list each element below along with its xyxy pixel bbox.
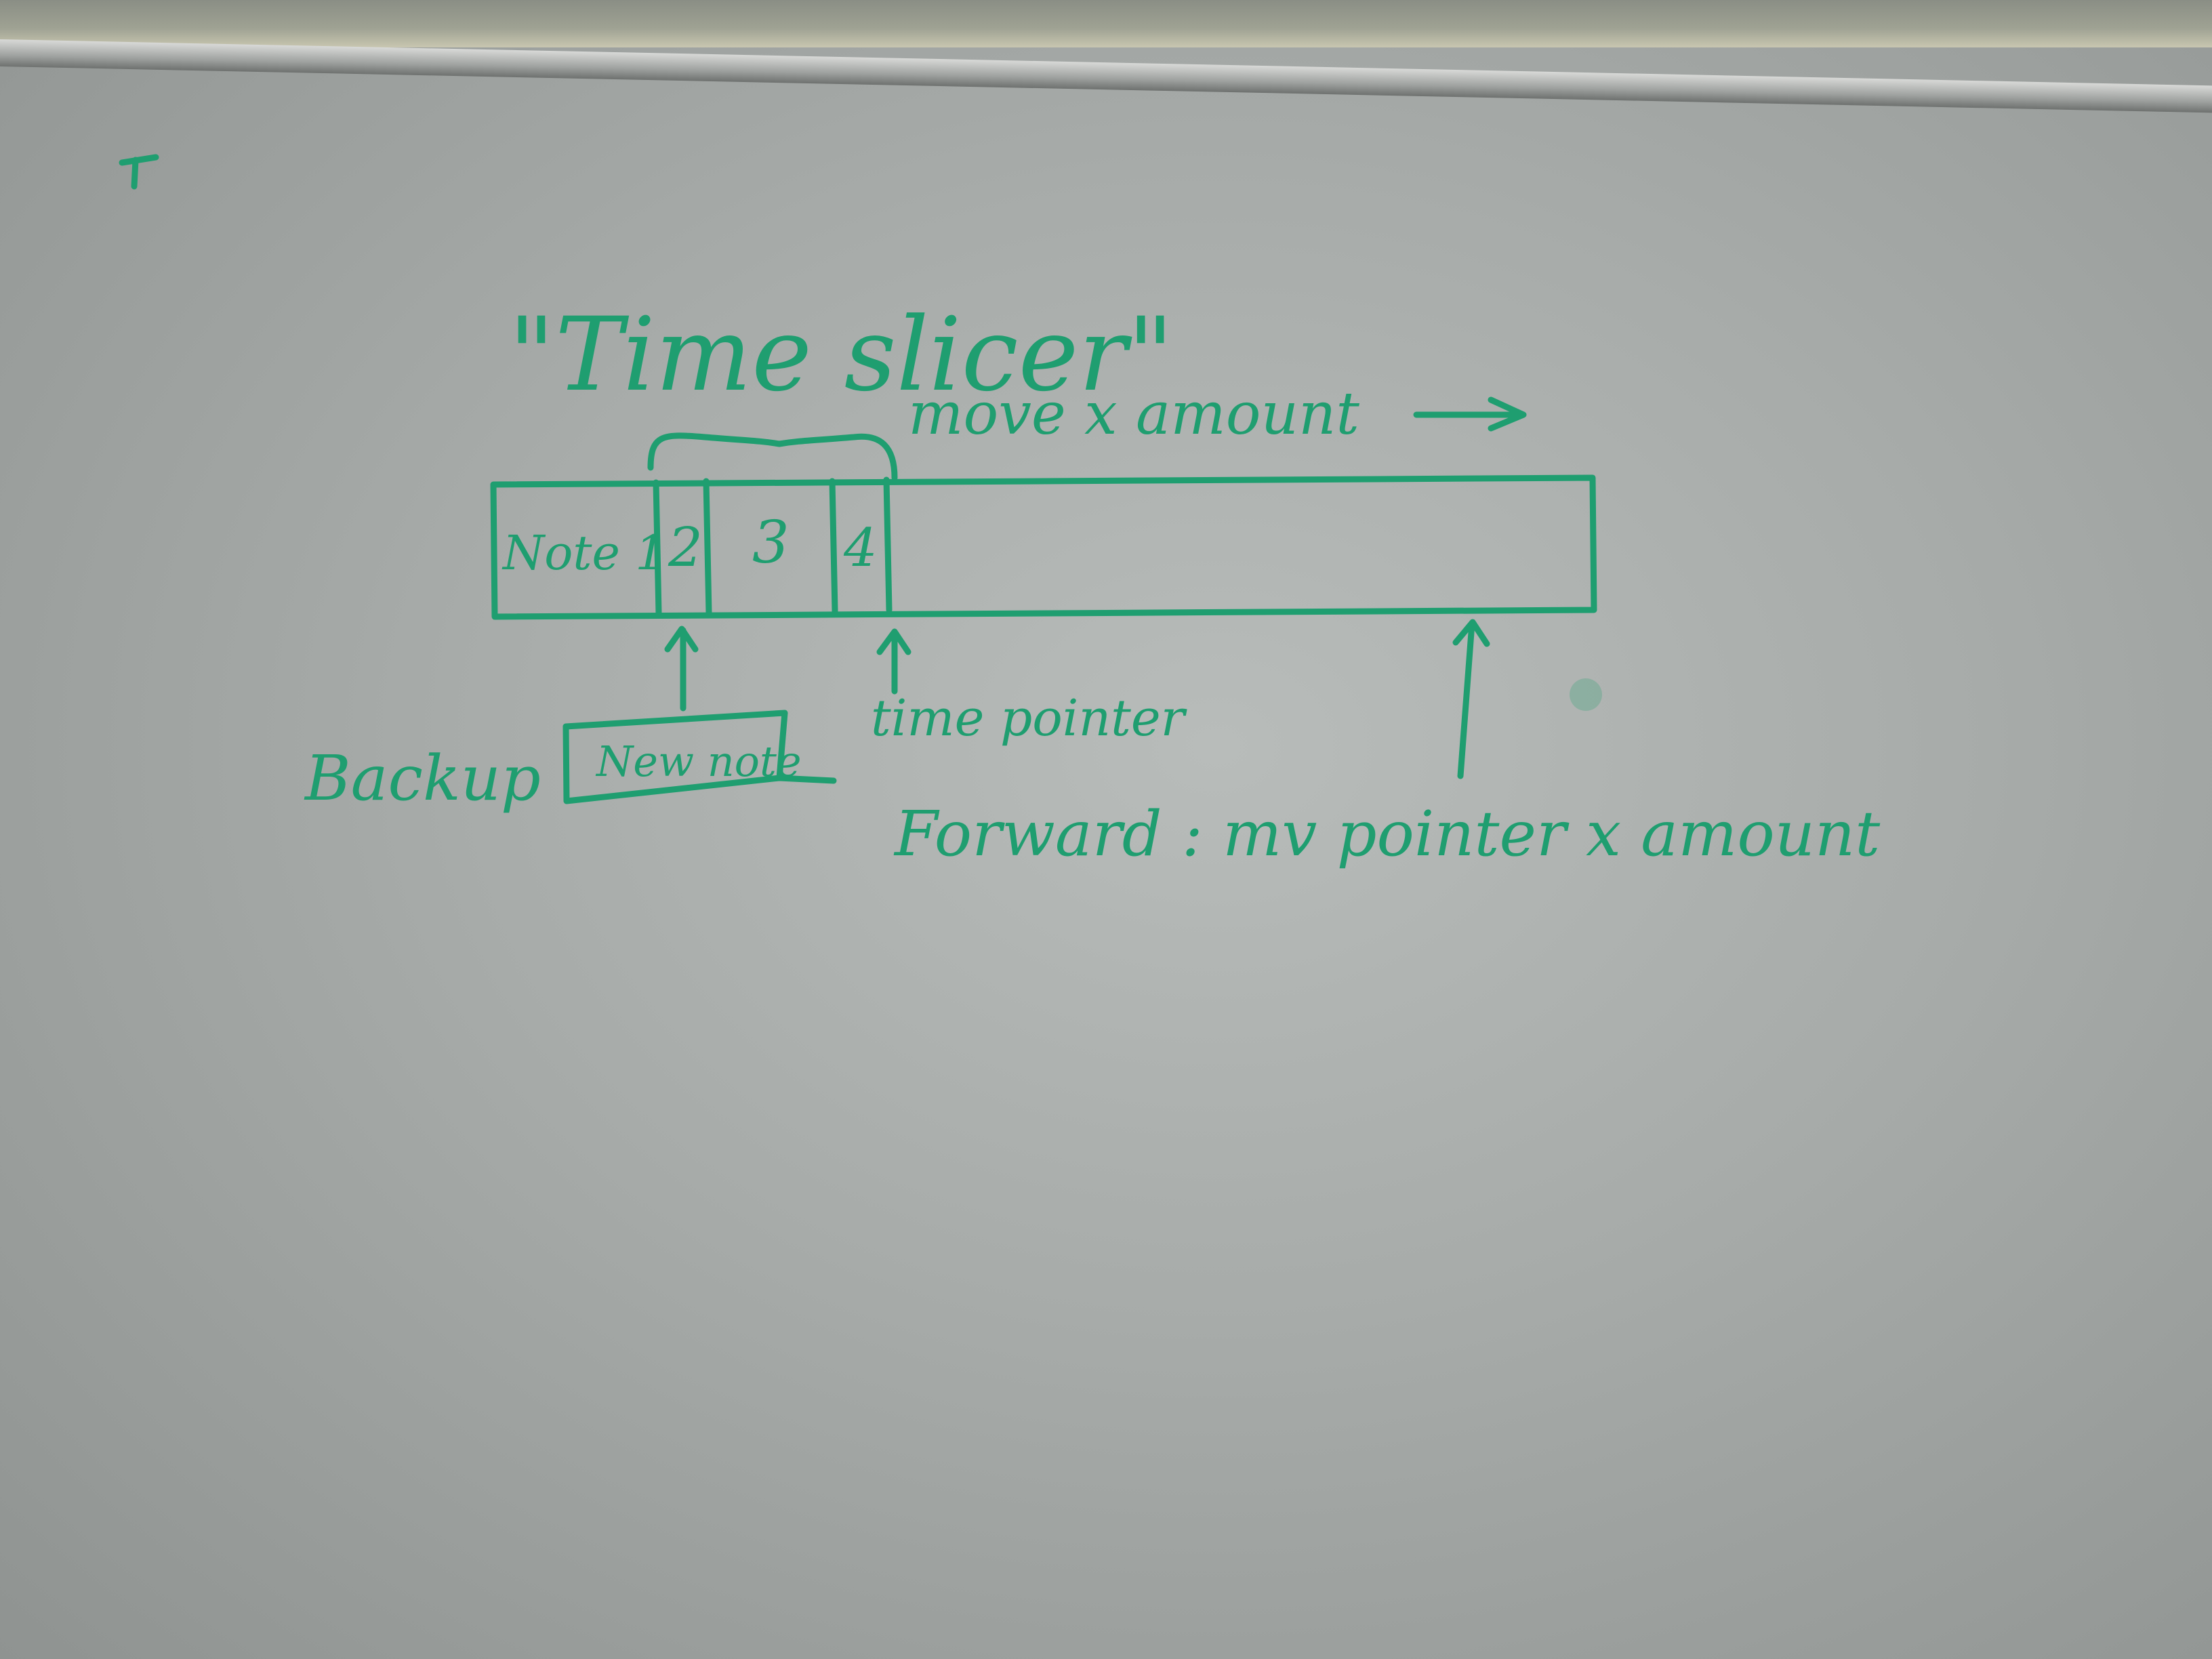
cell-divider-4 — [883, 476, 893, 613]
time-pointer-label: time pointer — [871, 689, 1188, 747]
cell-divider-1 — [653, 479, 662, 617]
cell-label-3: 3 — [752, 509, 790, 577]
cell-divider-3 — [829, 478, 838, 615]
move-arrow — [1413, 396, 1527, 432]
stray-mark — [119, 154, 159, 190]
wall-above-board — [0, 0, 2212, 47]
new-note-label: New note — [595, 737, 802, 786]
new-note-arrow — [664, 626, 699, 712]
diagram-title: "Time slicer" — [508, 296, 1174, 414]
time-pointer-arrow — [876, 628, 912, 695]
cell-divider-2 — [703, 478, 712, 617]
cell-label-note-1: Note 1 — [501, 525, 665, 581]
new-note-box — [562, 710, 837, 804]
cell-label-4: 4 — [843, 518, 878, 579]
timeline-strip — [490, 474, 1597, 620]
forward-pointer-arrow — [1452, 619, 1490, 779]
backup-label: Backup — [304, 742, 541, 815]
forward-label: Forward : mv pointer x amount — [893, 798, 1881, 870]
smudge-mark — [1570, 678, 1602, 711]
move-amount-label: move x amount — [908, 380, 1359, 448]
cell-label-2: 2 — [668, 516, 703, 579]
cells-brace — [647, 432, 898, 481]
